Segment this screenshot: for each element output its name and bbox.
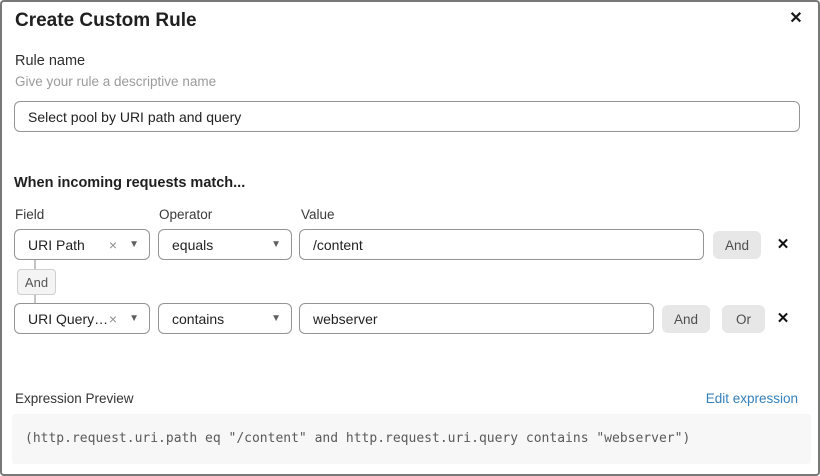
chevron-down-icon: ▼ <box>129 312 139 324</box>
clear-icon[interactable]: × <box>108 236 118 253</box>
field-select-row1[interactable]: URI Path × ▼ <box>14 229 150 260</box>
value-column-label: Value <box>301 207 335 222</box>
connector-line <box>34 295 36 304</box>
field-select-value: URI Path <box>28 236 85 253</box>
rule-name-label: Rule name <box>15 53 86 69</box>
field-column-label: Field <box>15 207 45 222</box>
rule-name-helper: Give your rule a descriptive name <box>15 74 217 89</box>
expression-preview-label: Expression Preview <box>15 391 134 406</box>
chevron-down-icon: ▼ <box>129 238 139 250</box>
field-select-value: URI Query St... <box>28 310 109 327</box>
and-button-row2[interactable]: And <box>662 305 710 333</box>
expression-code: (http.request.uri.path eq "/content" and… <box>25 431 691 446</box>
operator-select-value: equals <box>172 236 214 253</box>
or-button-row2[interactable]: Or <box>722 305 765 333</box>
and-connector-badge: And <box>17 269 56 295</box>
field-select-row2[interactable]: URI Query St... × ▼ <box>14 303 150 334</box>
operator-column-label: Operator <box>159 207 213 222</box>
expression-code-block: (http.request.uri.path eq "/content" and… <box>12 414 811 464</box>
rule-name-input[interactable] <box>14 101 800 132</box>
chevron-down-icon: ▼ <box>271 238 281 250</box>
match-heading: When incoming requests match... <box>14 175 246 191</box>
operator-select-row2[interactable]: contains ▼ <box>158 303 292 334</box>
value-input-row1[interactable] <box>299 229 704 260</box>
close-icon[interactable]: ✕ <box>784 7 808 31</box>
value-input-row2[interactable] <box>299 303 654 334</box>
dialog-title: Create Custom Rule <box>15 10 197 31</box>
operator-select-row1[interactable]: equals ▼ <box>158 229 292 260</box>
and-button-row1[interactable]: And <box>713 231 761 259</box>
edit-expression-link[interactable]: Edit expression <box>705 391 798 406</box>
delete-row2-icon[interactable]: ✕ <box>770 305 796 333</box>
connector-line <box>34 260 36 269</box>
operator-select-value: contains <box>172 310 225 327</box>
chevron-down-icon: ▼ <box>271 312 281 324</box>
delete-row1-icon[interactable]: ✕ <box>770 231 796 259</box>
clear-icon[interactable]: × <box>108 310 118 327</box>
